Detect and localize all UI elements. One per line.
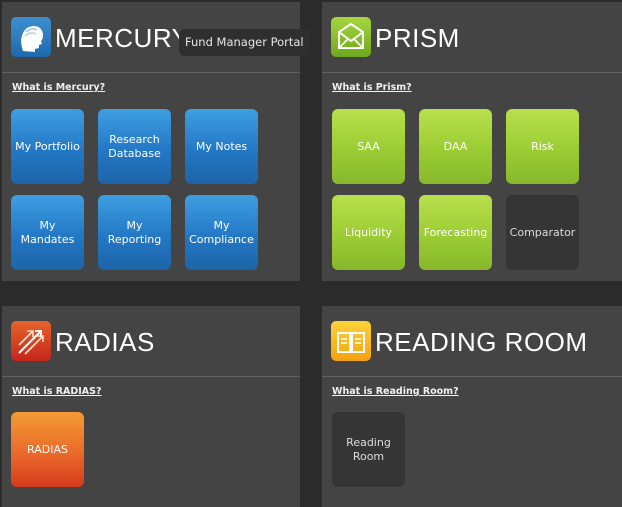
prism-title: PRISM bbox=[375, 23, 460, 53]
reading-room-divider bbox=[322, 376, 622, 377]
forecasting-tile[interactable]: Forecasting bbox=[419, 195, 492, 270]
reading-room-header: READING ROOM bbox=[322, 306, 622, 376]
liquidity-tile[interactable]: Liquidity bbox=[332, 195, 405, 270]
prism-envelope-icon bbox=[331, 17, 371, 57]
arrows-icon bbox=[11, 321, 51, 361]
mercury-divider bbox=[2, 72, 300, 73]
daa-tile[interactable]: DAA bbox=[419, 109, 492, 184]
radias-title: RADIAS bbox=[55, 327, 155, 357]
radias-divider bbox=[2, 376, 300, 377]
mercury-header: MERCURY Fund Manager Portal bbox=[2, 2, 310, 72]
fund-manager-portal-button[interactable]: Fund Manager Portal bbox=[179, 29, 310, 56]
prism-divider bbox=[322, 72, 622, 73]
reading-room-title: READING ROOM bbox=[375, 327, 588, 357]
what-is-reading-room-link[interactable]: What is Reading Room? bbox=[332, 386, 459, 397]
reading-room-tile[interactable]: Reading Room bbox=[332, 412, 405, 487]
my-mandates-tile[interactable]: My Mandates bbox=[11, 195, 84, 270]
profile-head-icon bbox=[11, 17, 51, 57]
prism-panel: PRISM What is Prism? SAA DAA Risk Liquid… bbox=[322, 2, 622, 281]
my-compliance-tile[interactable]: My Compliance bbox=[185, 195, 258, 270]
what-is-prism-link[interactable]: What is Prism? bbox=[332, 82, 412, 93]
risk-tile[interactable]: Risk bbox=[506, 109, 579, 184]
reading-room-panel: READING ROOM What is Reading Room? Readi… bbox=[322, 306, 622, 507]
my-notes-tile[interactable]: My Notes bbox=[185, 109, 258, 184]
saa-tile[interactable]: SAA bbox=[332, 109, 405, 184]
radias-header: RADIAS bbox=[2, 306, 300, 376]
research-database-tile[interactable]: Research Database bbox=[98, 109, 171, 184]
radias-panel: RADIAS What is RADIAS? RADIAS bbox=[2, 306, 300, 507]
mercury-title: MERCURY bbox=[55, 23, 190, 53]
my-portfolio-tile[interactable]: My Portfolio bbox=[11, 109, 84, 184]
comparator-tile[interactable]: Comparator bbox=[506, 195, 579, 270]
mercury-panel: MERCURY Fund Manager Portal What is Merc… bbox=[2, 2, 310, 281]
radias-tile[interactable]: RADIAS bbox=[11, 412, 84, 487]
my-reporting-tile[interactable]: My Reporting bbox=[98, 195, 171, 270]
what-is-mercury-link[interactable]: What is Mercury? bbox=[12, 82, 106, 93]
open-book-icon bbox=[331, 321, 371, 361]
prism-header: PRISM bbox=[322, 2, 622, 72]
what-is-radias-link[interactable]: What is RADIAS? bbox=[12, 386, 102, 397]
